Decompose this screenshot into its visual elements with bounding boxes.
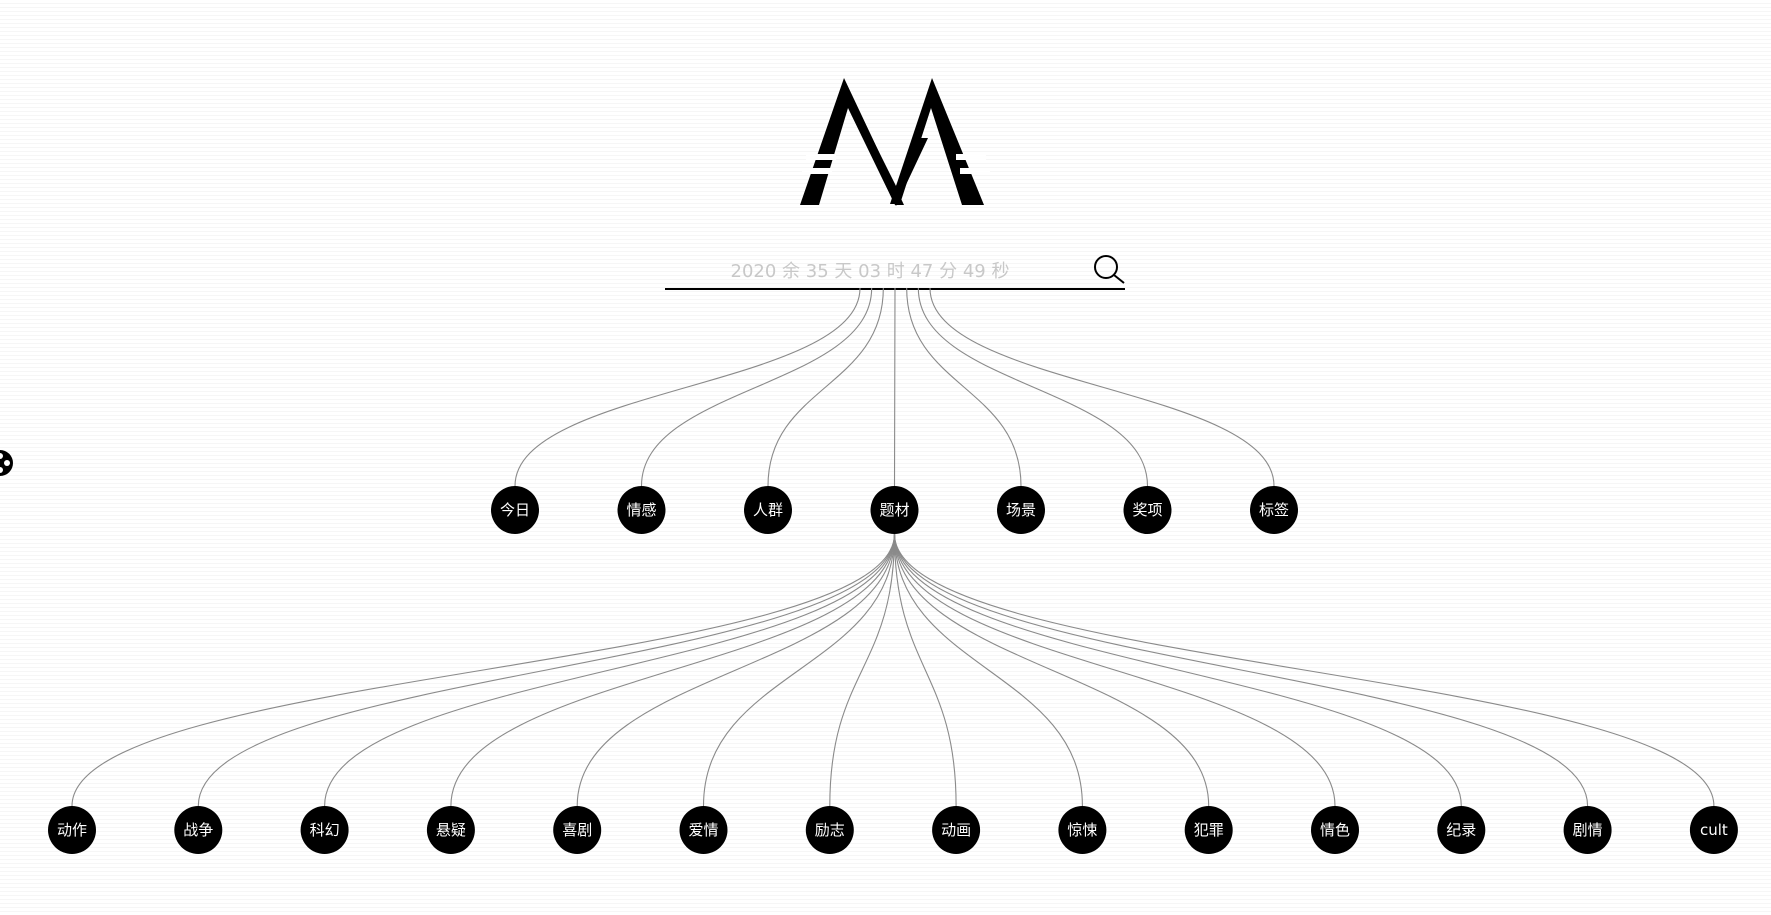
genre-link <box>576 533 896 807</box>
node-circle[interactable] <box>1311 806 1359 854</box>
node-circle[interactable] <box>617 486 666 534</box>
node-circle[interactable] <box>679 806 728 854</box>
node-circle[interactable] <box>1437 806 1486 854</box>
genre-node[interactable]: 科幻 <box>300 806 349 854</box>
genre-node[interactable]: 犯罪 <box>1184 806 1233 854</box>
genre-node[interactable]: cult <box>1689 806 1738 854</box>
genre-link <box>829 533 896 807</box>
logo-stripe <box>960 168 990 174</box>
category-node[interactable]: 今日 <box>491 486 539 534</box>
node-circle[interactable] <box>426 806 475 854</box>
category-link <box>906 287 1022 487</box>
genre-node[interactable]: 悬疑 <box>426 806 475 854</box>
node-circle[interactable] <box>553 806 602 854</box>
node-circle[interactable] <box>1184 806 1233 854</box>
category-node[interactable]: 人群 <box>744 486 792 534</box>
node-circle[interactable] <box>997 486 1045 534</box>
node-circle[interactable] <box>1250 486 1298 534</box>
search-icon[interactable] <box>1093 255 1127 285</box>
node-circle[interactable] <box>744 486 792 534</box>
genre-node[interactable]: 剧情 <box>1563 806 1612 854</box>
category-link <box>893 287 896 487</box>
genre-node[interactable]: 战争 <box>174 806 223 854</box>
category-node[interactable]: 标签 <box>1250 486 1298 534</box>
category-link <box>917 287 1149 487</box>
genre-node[interactable]: 纪录 <box>1437 806 1486 854</box>
logo-stripe <box>806 154 836 160</box>
tree-links <box>71 287 1715 807</box>
genre-link <box>702 533 896 807</box>
genre-node[interactable]: 喜剧 <box>553 806 602 854</box>
category-link <box>767 287 884 487</box>
genre-link <box>893 533 1462 807</box>
genre-link <box>71 533 896 807</box>
node-circle[interactable] <box>870 486 919 534</box>
search-input[interactable] <box>665 254 1075 288</box>
genre-link <box>893 533 1083 807</box>
genre-node[interactable]: 动画 <box>932 806 981 854</box>
node-circle[interactable] <box>932 806 981 854</box>
logo-center-v <box>864 138 928 206</box>
genre-node[interactable]: 励志 <box>805 806 854 854</box>
site-logo[interactable] <box>800 78 992 213</box>
toggle-handle-icon[interactable] <box>0 443 13 483</box>
search-bar <box>665 254 1125 290</box>
category-node[interactable]: 奖项 <box>1123 486 1172 534</box>
genre-node[interactable]: 动作 <box>48 806 96 854</box>
logo-stripe <box>956 154 986 160</box>
genre-node[interactable]: 爱情 <box>679 806 728 854</box>
node-circle[interactable] <box>491 486 539 534</box>
node-circle[interactable] <box>300 806 349 854</box>
node-circle[interactable] <box>805 806 854 854</box>
genre-link <box>450 533 896 807</box>
genre-link <box>324 533 896 807</box>
genre-node[interactable]: 惊悚 <box>1058 806 1107 854</box>
category-link <box>929 287 1275 487</box>
genre-link <box>893 533 1589 807</box>
genre-link <box>893 533 1336 807</box>
genre-link <box>893 533 957 807</box>
node-circle[interactable] <box>1123 486 1172 534</box>
category-node[interactable]: 题材 <box>870 486 919 534</box>
category-node[interactable]: 场景 <box>997 486 1045 534</box>
logo-stripe <box>802 168 832 174</box>
node-circle[interactable] <box>48 806 96 854</box>
node-circle[interactable] <box>1689 806 1738 854</box>
category-link <box>514 287 861 487</box>
genre-link <box>893 533 1715 807</box>
node-circle[interactable] <box>1058 806 1107 854</box>
category-node[interactable]: 情感 <box>617 486 666 534</box>
category-link <box>640 287 873 487</box>
node-circle[interactable] <box>1563 806 1612 854</box>
node-circle[interactable] <box>174 806 223 854</box>
genre-link <box>197 533 896 807</box>
genre-link <box>893 533 1210 807</box>
genre-node[interactable]: 情色 <box>1311 806 1359 854</box>
